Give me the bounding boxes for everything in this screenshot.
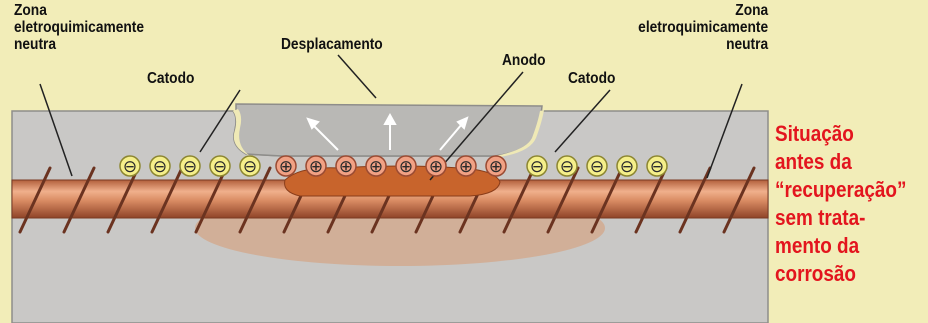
negative-ion-symbol: ⊖ (620, 157, 634, 177)
label-cathode-left: Catodo (147, 70, 194, 87)
positive-ion-symbol: ⊕ (459, 157, 473, 177)
positive-ion-symbol: ⊕ (309, 157, 323, 177)
caption-line: mento da (775, 232, 904, 260)
label-zone-right-text: Zona eletroquimicamente neutra (638, 2, 768, 53)
caption: Situação antes da “recuperação” sem trat… (775, 120, 904, 288)
positive-ion-symbol: ⊕ (369, 157, 383, 177)
caption-line: sem trata- (775, 204, 904, 232)
negative-ion-symbol: ⊖ (650, 157, 664, 177)
positive-ion-symbol: ⊕ (339, 157, 353, 177)
positive-ion-symbol: ⊕ (399, 157, 413, 177)
negative-ion-symbol: ⊖ (530, 157, 544, 177)
leader-displacement (338, 55, 376, 98)
negative-ion-symbol: ⊖ (123, 157, 137, 177)
positive-ion-symbol: ⊕ (489, 157, 503, 177)
label-zone-right: Zona eletroquimicamente neutra (638, 2, 768, 53)
displaced-concrete (235, 104, 542, 156)
label-anode: Anodo (502, 52, 546, 69)
caption-line: “recuperação” (775, 176, 904, 204)
negative-ion-symbol: ⊖ (183, 157, 197, 177)
label-zone-left-text: Zona eletroquimicamente neutra (14, 2, 144, 53)
negative-ion-symbol: ⊖ (560, 157, 574, 177)
caption-line: Situação (775, 120, 904, 148)
negative-ion-symbol: ⊖ (243, 157, 257, 177)
label-cathode-right: Catodo (568, 70, 615, 87)
positive-ion-symbol: ⊕ (279, 157, 293, 177)
negative-ion-symbol: ⊖ (213, 157, 227, 177)
caption-line: antes da (775, 148, 904, 176)
positive-ion-symbol: ⊕ (429, 157, 443, 177)
negative-ion-symbol: ⊖ (153, 157, 167, 177)
label-displacement: Desplacamento (281, 36, 383, 53)
label-zone-left: Zona eletroquimicamente neutra (14, 2, 144, 53)
caption-line: corrosão (775, 260, 904, 288)
negative-ion-symbol: ⊖ (590, 157, 604, 177)
